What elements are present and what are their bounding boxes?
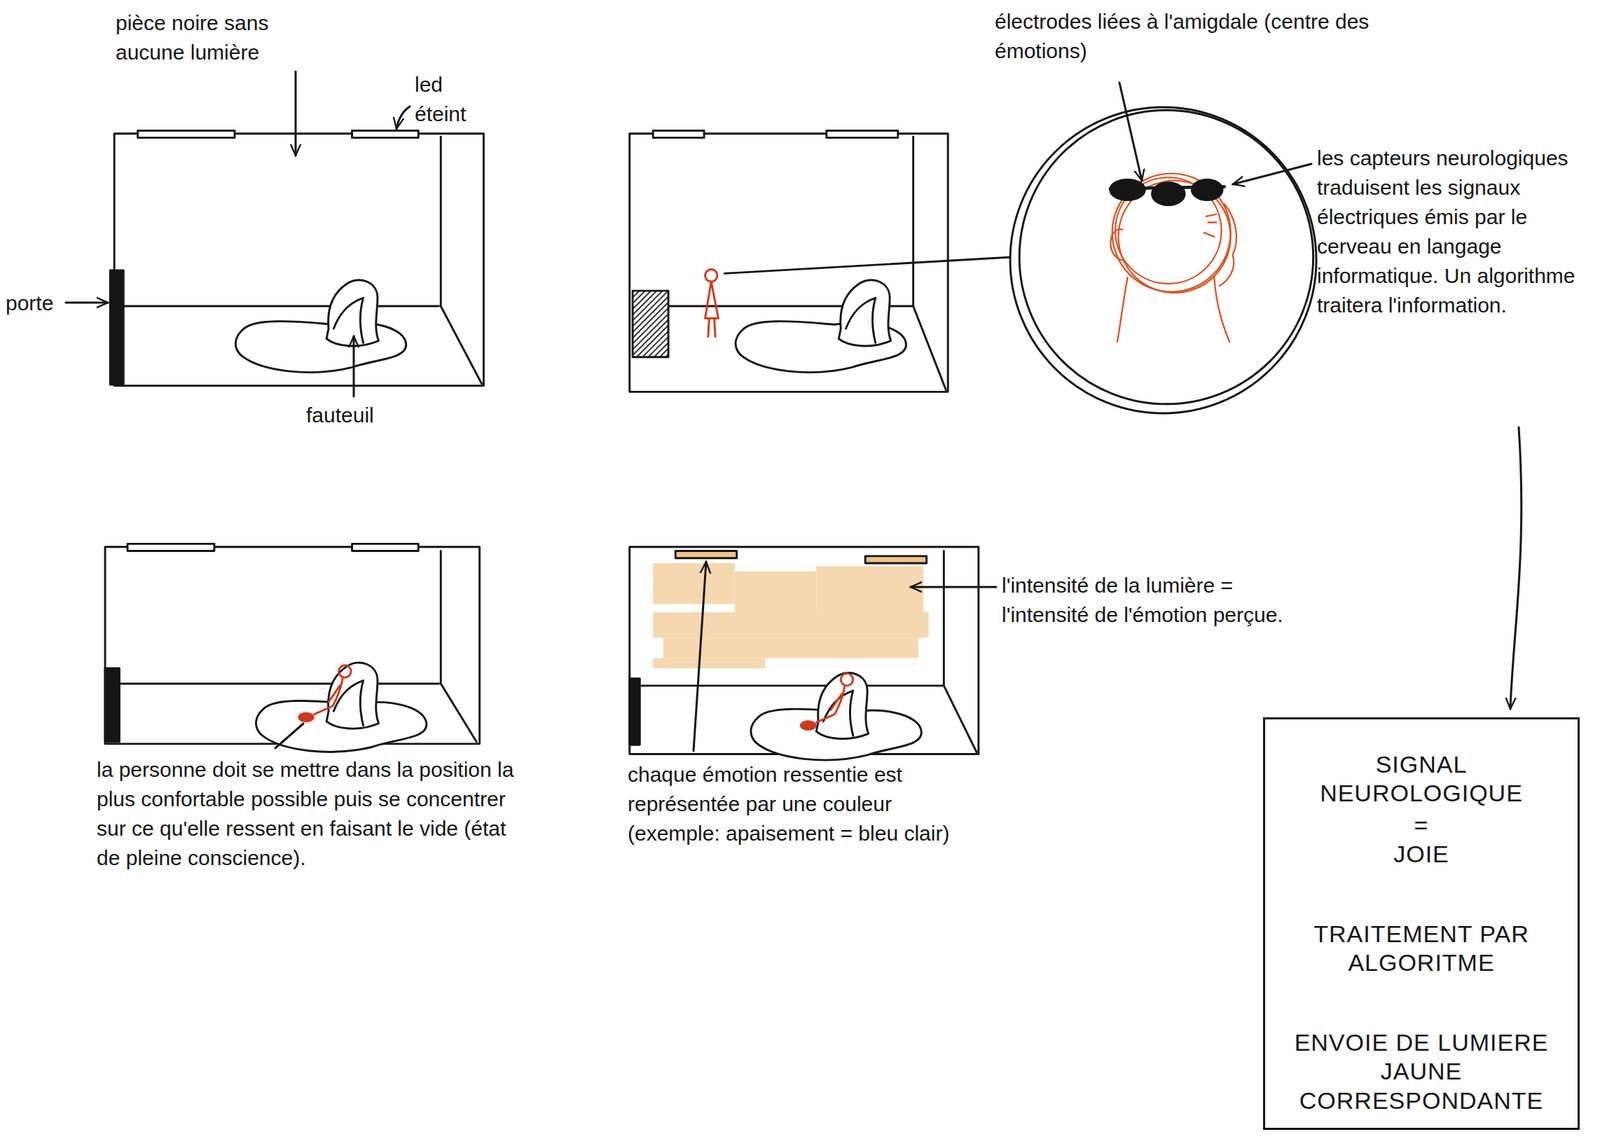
entering-room-panel (629, 130, 1013, 392)
sensor-note: électrodes liées à l'amigdale (centre de… (994, 7, 1374, 66)
flow-step-text: ENVOIE DE LUMIERE JAUNE CORRESPONDANTE (1277, 1028, 1565, 1116)
flow-step-text: SIGNAL NEUROLOGIQUE (1277, 750, 1565, 809)
lit-room-panel (629, 547, 979, 761)
flow-box: SIGNAL NEUROLOGIQUE=JOIE TRAITEMENT PAR A… (1263, 717, 1580, 1130)
flow-step-text: JOIE (1393, 839, 1450, 869)
room-note: pièce noire sans aucune lumière (115, 8, 326, 68)
flow-step-text: TRAITEMENT PAR ALGORITME (1277, 919, 1565, 978)
part-label: fauteuil (306, 400, 419, 431)
colour-note: chaque émotion ressentie est représentée… (627, 760, 964, 849)
empty-room-panel (109, 130, 484, 386)
flow-step-text: = (1414, 811, 1430, 840)
sensor-note: les capteurs neurologiques traduisent le… (1316, 143, 1591, 321)
leader-lines (65, 71, 1522, 751)
part-label: led éteint (414, 70, 492, 129)
light-note: l'intensité de la lumière = l'intensité … (1001, 570, 1296, 630)
part-label: porte (5, 288, 65, 319)
instruction-note: la personne doit se mettre dans la posit… (96, 755, 517, 873)
head-zoom-circle (1010, 107, 1317, 414)
seated-room-panel (105, 543, 480, 752)
